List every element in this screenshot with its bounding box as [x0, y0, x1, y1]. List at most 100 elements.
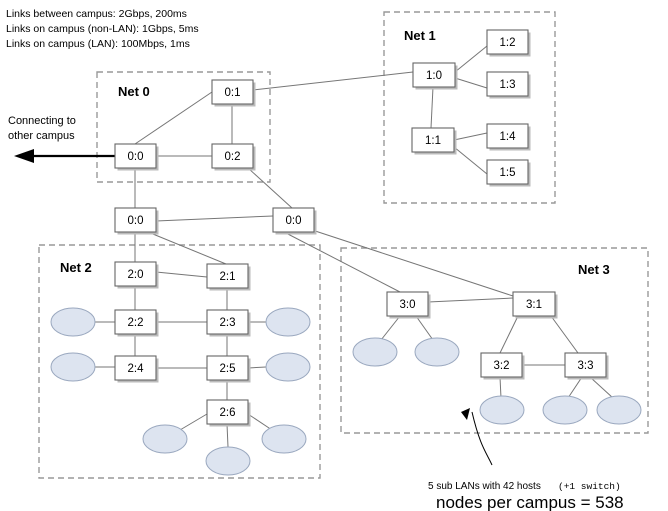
- node-n1_1[interactable]: 1:1: [411, 127, 457, 155]
- node-box: [386, 291, 429, 317]
- link-l_30_ha: [380, 315, 401, 341]
- group-label-net1: Net 1: [404, 28, 436, 43]
- link-l_0cr_30: [283, 231, 401, 293]
- node-label: 1:1: [425, 135, 441, 147]
- lan-host-nodes: [50, 307, 642, 476]
- legend-line-3: Links on campus (LAN): 100Mbps, 1ms: [6, 38, 190, 50]
- lan-host-h2_c[interactable]: [50, 352, 96, 382]
- link-l_31_32: [499, 315, 519, 354]
- lan-host-h2_b[interactable]: [265, 307, 311, 337]
- sublan-annotation: 5 sub LANs with 42 hosts: [428, 481, 541, 492]
- node-box: [272, 207, 315, 233]
- node-box: [486, 71, 529, 97]
- link-l_31_33: [550, 315, 579, 354]
- link-l_00_01: [134, 91, 213, 145]
- node-n2_3[interactable]: 2:3: [206, 309, 251, 337]
- lan-host-h3_a[interactable]: [352, 337, 398, 367]
- lan-host-h2_d[interactable]: [265, 352, 311, 382]
- node-label: 2:2: [128, 317, 144, 329]
- node-n2_1[interactable]: 2:1: [206, 263, 251, 291]
- node-label: 2:1: [220, 271, 236, 283]
- link-l_26_hg: [247, 413, 273, 431]
- link-l_11_15: [453, 146, 488, 175]
- node-n0_2[interactable]: 0:2: [211, 143, 256, 171]
- link-l_01_10: [252, 71, 414, 91]
- node-n0_1[interactable]: 0:1: [211, 79, 256, 107]
- link-l_0cl_21: [147, 231, 227, 265]
- node-n3_3[interactable]: 3:3: [564, 352, 609, 380]
- node-n1_2[interactable]: 1:2: [486, 29, 531, 57]
- node-label: 2:5: [220, 363, 236, 375]
- uplink-caption-line-1: Connecting to: [8, 115, 76, 127]
- node-label: 3:2: [494, 360, 510, 372]
- node-nc_l[interactable]: 0:0: [114, 207, 159, 235]
- group-label-net2: Net 2: [60, 260, 92, 275]
- lan-host-h3_d[interactable]: [542, 395, 588, 425]
- node-box: [486, 123, 529, 149]
- node-label: 0:0: [128, 151, 144, 163]
- node-label: 2:3: [220, 317, 236, 329]
- bottom-annotations: 5 sub LANs with 42 hosts (+1 switch) nod…: [428, 481, 624, 511]
- lan-host-h3_c[interactable]: [479, 395, 525, 425]
- legend-line-1: Links between campus: 2Gbps, 200ms: [6, 8, 187, 20]
- lan-host-h2_a[interactable]: [50, 307, 96, 337]
- node-n3_1[interactable]: 3:1: [512, 291, 558, 319]
- link-l_25_h: [247, 366, 267, 369]
- node-n2_6[interactable]: 2:6: [206, 399, 251, 427]
- node-label: 1:5: [500, 167, 516, 179]
- annotation-pointer-arrowhead: [461, 408, 470, 420]
- node-box: [211, 143, 254, 169]
- link-l_11_14: [453, 132, 488, 141]
- link-l_26_hf: [226, 423, 229, 448]
- link-l_10_11: [430, 86, 434, 129]
- node-n1_4[interactable]: 1:4: [486, 123, 531, 151]
- node-label: 3:0: [400, 299, 416, 311]
- node-label: 3:1: [526, 299, 542, 311]
- uplink-caption-line-2: other campus: [8, 130, 75, 142]
- node-label: 0:1: [225, 87, 241, 99]
- lan-host-h2_f[interactable]: [205, 446, 251, 476]
- link-l_02_0cr: [247, 167, 293, 209]
- node-label: 1:3: [500, 79, 516, 91]
- node-box: [564, 352, 607, 378]
- node-box: [206, 309, 249, 335]
- node-label: 3:3: [578, 360, 594, 372]
- node-n2_5[interactable]: 2:5: [206, 355, 251, 383]
- link-l_10_12: [454, 45, 488, 73]
- uplink-to-other-campus: Connecting to other campus: [8, 115, 115, 163]
- node-n1_5[interactable]: 1:5: [486, 159, 531, 187]
- group-box-net3: [340, 247, 649, 434]
- group-box-net1: [383, 11, 556, 204]
- link-l_30_hb: [415, 315, 434, 341]
- node-nc_r[interactable]: 0:0: [272, 207, 317, 235]
- node-box: [114, 207, 157, 233]
- link-l_33_hd: [567, 376, 583, 399]
- node-n2_0[interactable]: 2:0: [114, 261, 159, 289]
- lan-host-h3_e[interactable]: [596, 395, 642, 425]
- node-label: 0:0: [286, 215, 302, 227]
- node-box: [512, 291, 556, 317]
- node-box: [480, 352, 523, 378]
- node-n3_2[interactable]: 3:2: [480, 352, 525, 380]
- node-label: 1:0: [426, 70, 442, 82]
- node-n2_2[interactable]: 2:2: [114, 309, 159, 337]
- node-box: [114, 309, 157, 335]
- node-box: [114, 261, 157, 287]
- uplink-arrowhead: [14, 149, 34, 163]
- node-n1_0[interactable]: 1:0: [412, 62, 458, 90]
- node-n3_0[interactable]: 3:0: [386, 291, 431, 319]
- node-n2_4[interactable]: 2:4: [114, 355, 159, 383]
- link-l_20_21: [155, 271, 208, 278]
- node-n1_3[interactable]: 1:3: [486, 71, 531, 99]
- network-links: [95, 45, 614, 448]
- node-box: [206, 399, 249, 425]
- lan-host-h3_b[interactable]: [414, 337, 460, 367]
- lan-host-h2_g[interactable]: [261, 424, 307, 454]
- annotation-pointer-line: [471, 411, 493, 466]
- legend-line-2: Links on campus (non-LAN): 1Gbps, 5ms: [6, 23, 199, 35]
- lan-host-h2_e[interactable]: [142, 424, 188, 454]
- node-n0_0[interactable]: 0:0: [114, 143, 159, 171]
- node-label: 0:0: [128, 215, 144, 227]
- switch-nodes: 0:0 0:1 0:2 0:0 0:0 1:0 1:1 1:2 1:3 1:4 1:5 2:0 2:1 2…: [114, 29, 609, 427]
